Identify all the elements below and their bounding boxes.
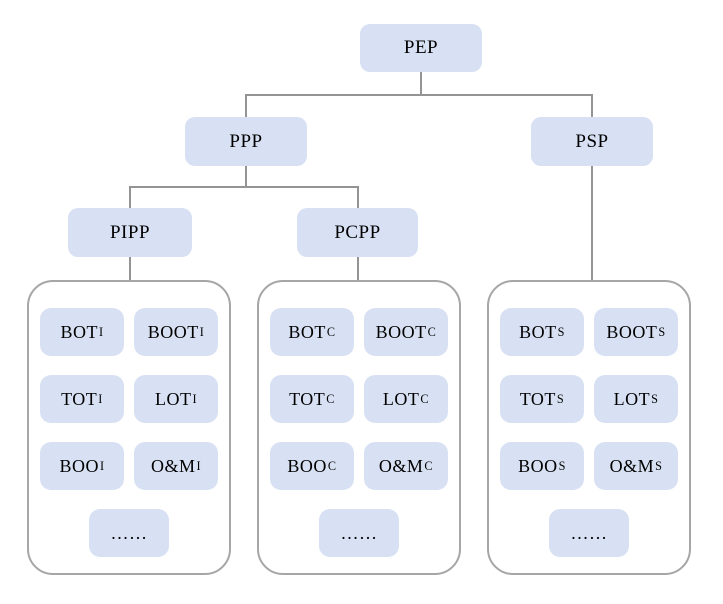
connector-line (129, 188, 131, 209)
connector-line (591, 166, 593, 281)
node-psp: PSP (531, 117, 653, 166)
type-subscript: I (196, 458, 202, 473)
type-label: BOOT (606, 321, 658, 342)
connector-line (357, 188, 359, 209)
type-label: O&M (378, 455, 424, 476)
type-label: BOO (59, 455, 99, 476)
type-subscript: S (557, 324, 565, 339)
type-label: BOT (288, 321, 326, 342)
type-label: TOT (61, 388, 98, 409)
node-pipp: PIPP (68, 208, 192, 257)
node-ppp-label: PPP (229, 130, 263, 152)
type-subscript: I (98, 391, 103, 406)
type-label: BOT (60, 321, 98, 342)
type-label: BOOT (147, 321, 199, 342)
type-label: BOT (519, 321, 557, 342)
connector-line (245, 96, 247, 118)
type-label: BOO (287, 455, 327, 476)
type-subscript: S (556, 391, 565, 406)
node-pcpp: PCPP (297, 208, 418, 257)
type-subscript: I (99, 458, 105, 473)
type-label: O&M (609, 455, 655, 476)
ellipsis-label: …… (570, 522, 608, 543)
type-subscript: C (326, 324, 336, 339)
type-label: TOT (289, 388, 326, 409)
connector-line (245, 166, 247, 187)
node-pep: PEP (360, 24, 482, 72)
type-subscript: S (655, 458, 663, 473)
connector-line (420, 72, 422, 95)
connector-line (591, 96, 593, 118)
ellipsis-box: …… (549, 509, 629, 557)
connector-line (357, 257, 359, 281)
type-label: O&M (150, 455, 196, 476)
type-label: LOT (613, 388, 651, 409)
type-label: LOT (154, 388, 192, 409)
type-subscript: S (658, 324, 666, 339)
type-subscript: C (326, 391, 335, 406)
node-pipp-label: PIPP (109, 221, 151, 243)
type-subscript: S (558, 458, 566, 473)
type-subscript: C (427, 324, 437, 339)
connector-line (245, 94, 593, 96)
node-psp-label: PSP (575, 130, 609, 152)
node-ppp: PPP (185, 117, 307, 166)
type-subscript: C (420, 391, 430, 406)
ellipsis-box: …… (319, 509, 399, 557)
type-subscript: I (98, 324, 104, 339)
group-row: …… (40, 509, 218, 557)
group-row: …… (270, 509, 448, 557)
type-label: BOO (518, 455, 558, 476)
connector-line (129, 186, 359, 188)
type-subscript: I (192, 391, 198, 406)
type-subscript: I (199, 324, 205, 339)
group-row: …… (500, 509, 678, 557)
connector-line (129, 257, 131, 281)
ellipsis-label: …… (340, 522, 378, 543)
type-label: BOOT (375, 321, 427, 342)
ellipsis-box: …… (89, 509, 169, 557)
node-pcpp-label: PCPP (334, 221, 381, 243)
type-label: TOT (519, 388, 556, 409)
type-subscript: C (424, 458, 434, 473)
node-pep-label: PEP (403, 37, 439, 58)
type-subscript: C (327, 458, 337, 473)
type-label: LOT (382, 388, 420, 409)
type-subscript: S (651, 391, 659, 406)
ellipsis-label: …… (110, 522, 148, 543)
